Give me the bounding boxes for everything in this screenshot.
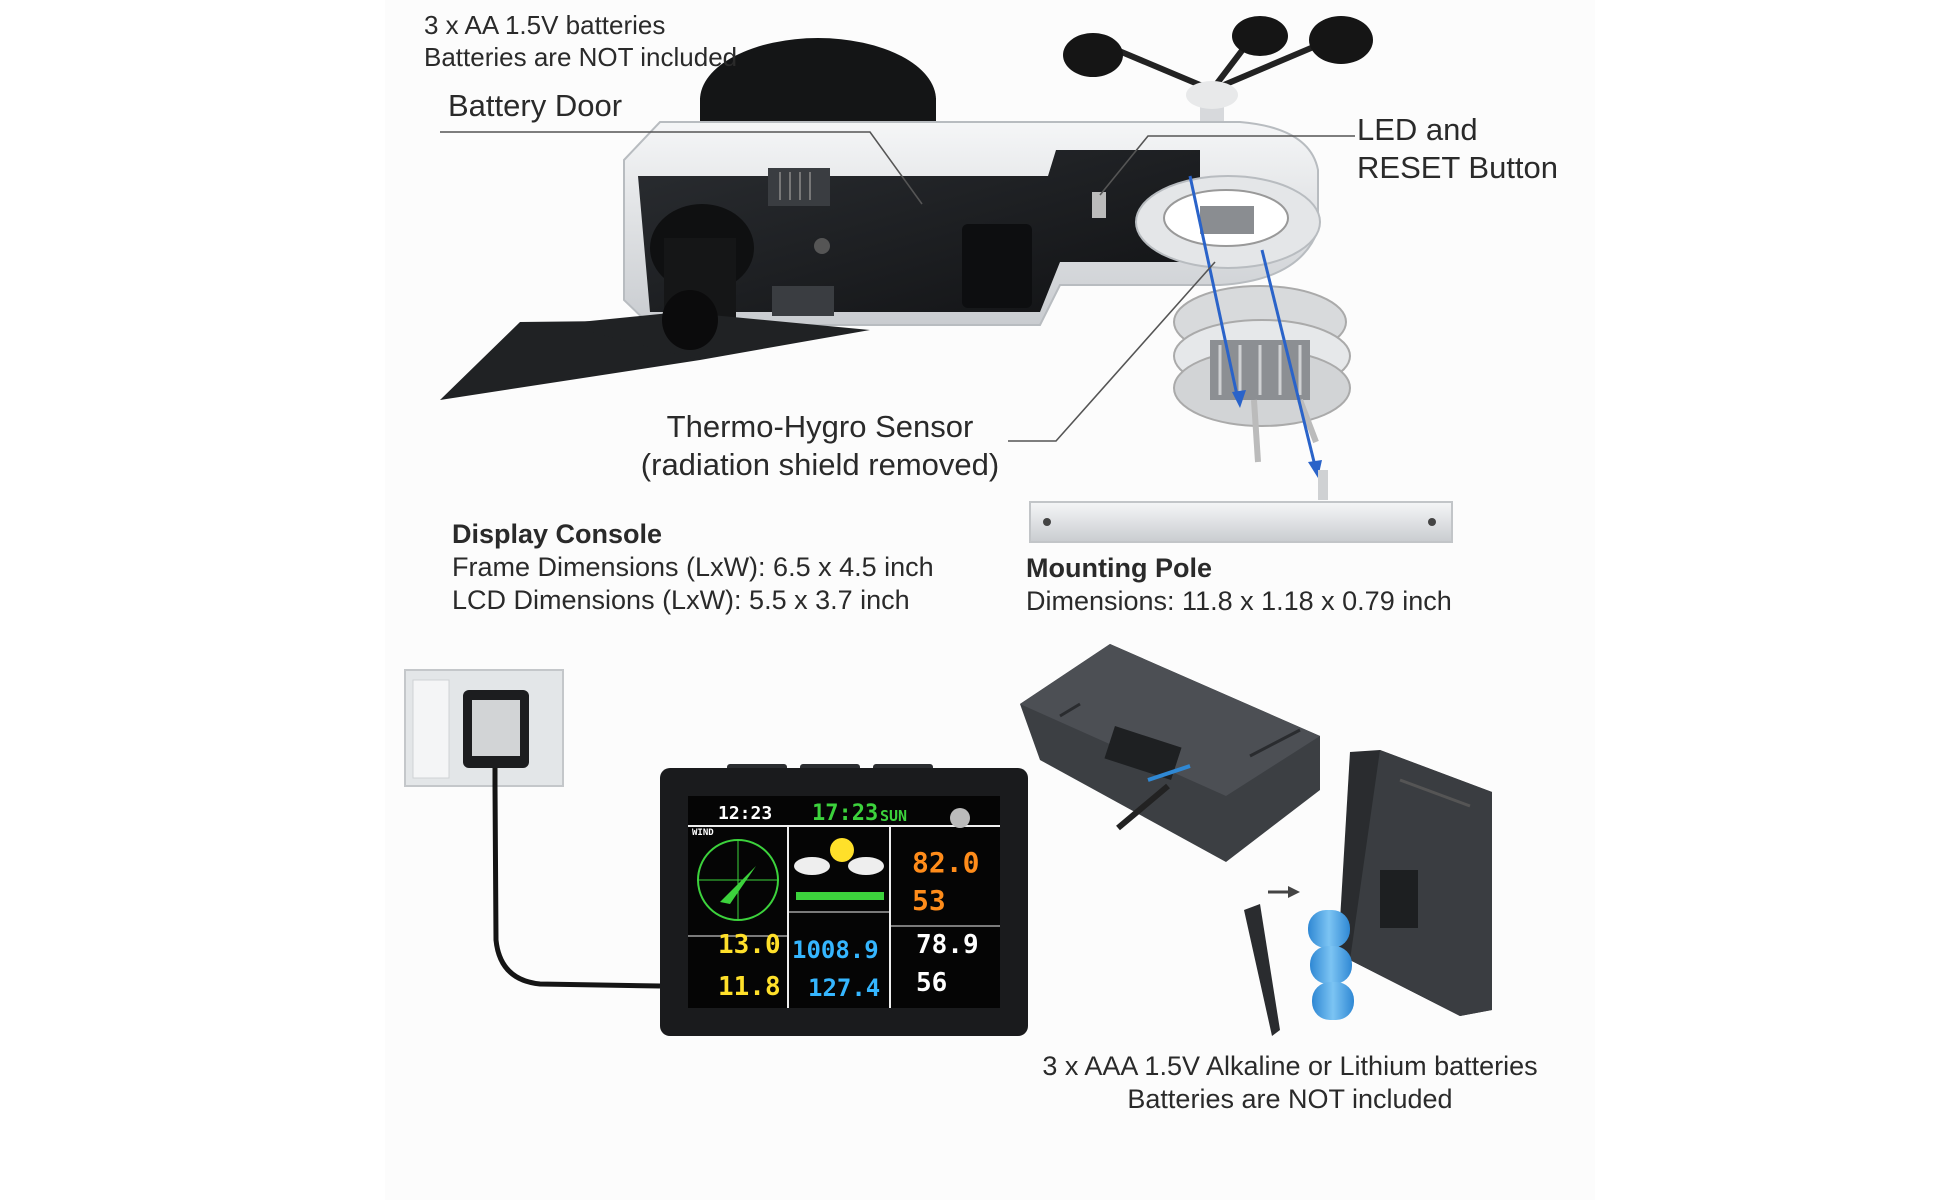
sun-icon: [830, 838, 854, 862]
lcd-wind-label: WIND: [692, 828, 714, 838]
console-batteries-line2: Batteries are NOT included: [1127, 1083, 1453, 1114]
console-batteries-note: 3 x AAA 1.5V Alkaline or Lithium batteri…: [1030, 1050, 1550, 1116]
console-back-icon: [1020, 644, 1320, 862]
console-side-icon: [1338, 750, 1492, 1016]
mounting-pole-dimensions: Dimensions: 11.8 x 1.18 x 0.79 inch: [1026, 585, 1452, 616]
display-console-lcd: LCD Dimensions (LxW): 5.5 x 3.7 inch: [452, 584, 910, 615]
wind-vane-icon: [440, 204, 870, 400]
power-adapter-icon: [404, 669, 661, 989]
led-reset-line2: RESET Button: [1357, 149, 1559, 185]
thermo-hygro-line1: Thermo-Hygro Sensor: [666, 409, 974, 444]
anemometer-icon: [1063, 16, 1373, 127]
sensor-batteries-line1: 3 x AA 1.5V batteries: [424, 10, 666, 40]
thermo-hygro-sensor-icon: [1173, 285, 1351, 463]
mounting-pole-icon: [1029, 501, 1453, 543]
lcd-average: 11.8: [718, 972, 781, 1002]
lcd-indoor-temp: 78.9: [916, 930, 979, 960]
display-console-icon: [660, 764, 1028, 1036]
lcd-day: SUN: [880, 807, 908, 825]
callout-lines: [440, 131, 1355, 442]
lcd-outdoor-temp: 82.0: [912, 846, 980, 879]
console-batteries-line1: 3 x AAA 1.5V Alkaline or Lithium batteri…: [1042, 1051, 1538, 1081]
sensor-batteries-note: 3 x AA 1.5V batteries Batteries are NOT …: [424, 10, 737, 73]
led-reset-line1: LED and: [1357, 112, 1478, 147]
assembly-arrow-icon: [1260, 249, 1318, 471]
assembly-arrow-icon: [1188, 175, 1240, 401]
display-console-title: Display Console: [452, 519, 663, 549]
aaa-batteries-icon: [1308, 910, 1354, 1020]
thermo-hygro-line2: (radiation shield removed): [640, 446, 1000, 482]
lcd-time: 17:23: [812, 801, 879, 826]
display-console-frame: Frame Dimensions (LxW): 6.5 x 4.5 inch: [452, 551, 934, 582]
cloud-icon: [794, 857, 830, 875]
sensor-batteries-line2: Batteries are NOT included: [424, 41, 738, 72]
display-console-specs: Display Console Frame Dimensions (LxW): …: [452, 518, 934, 617]
insert-arrow-icon: [1268, 886, 1300, 898]
thermo-hygro-label: Thermo-Hygro Sensor (radiation shield re…: [640, 408, 1000, 484]
battery-cover-icon: [1244, 904, 1280, 1036]
lcd-rain: 127.4: [808, 974, 881, 1002]
lcd-outdoor-humidity: 53: [912, 884, 946, 917]
lcd-gust: 13.0: [718, 930, 781, 960]
outdoor-sensor-icon: [440, 16, 1373, 500]
lcd-pressure: 1008.9: [792, 936, 879, 964]
mounting-pole-specs: Mounting Pole Dimensions: 11.8 x 1.18 x …: [1026, 552, 1452, 618]
lcd-indoor-humidity: 56: [916, 968, 948, 998]
led-reset-label: LED and RESET Button: [1357, 111, 1558, 187]
mounting-pole-title: Mounting Pole: [1026, 553, 1212, 583]
lcd-date: 12:23: [718, 803, 773, 824]
battery-door-label: Battery Door: [448, 88, 623, 123]
